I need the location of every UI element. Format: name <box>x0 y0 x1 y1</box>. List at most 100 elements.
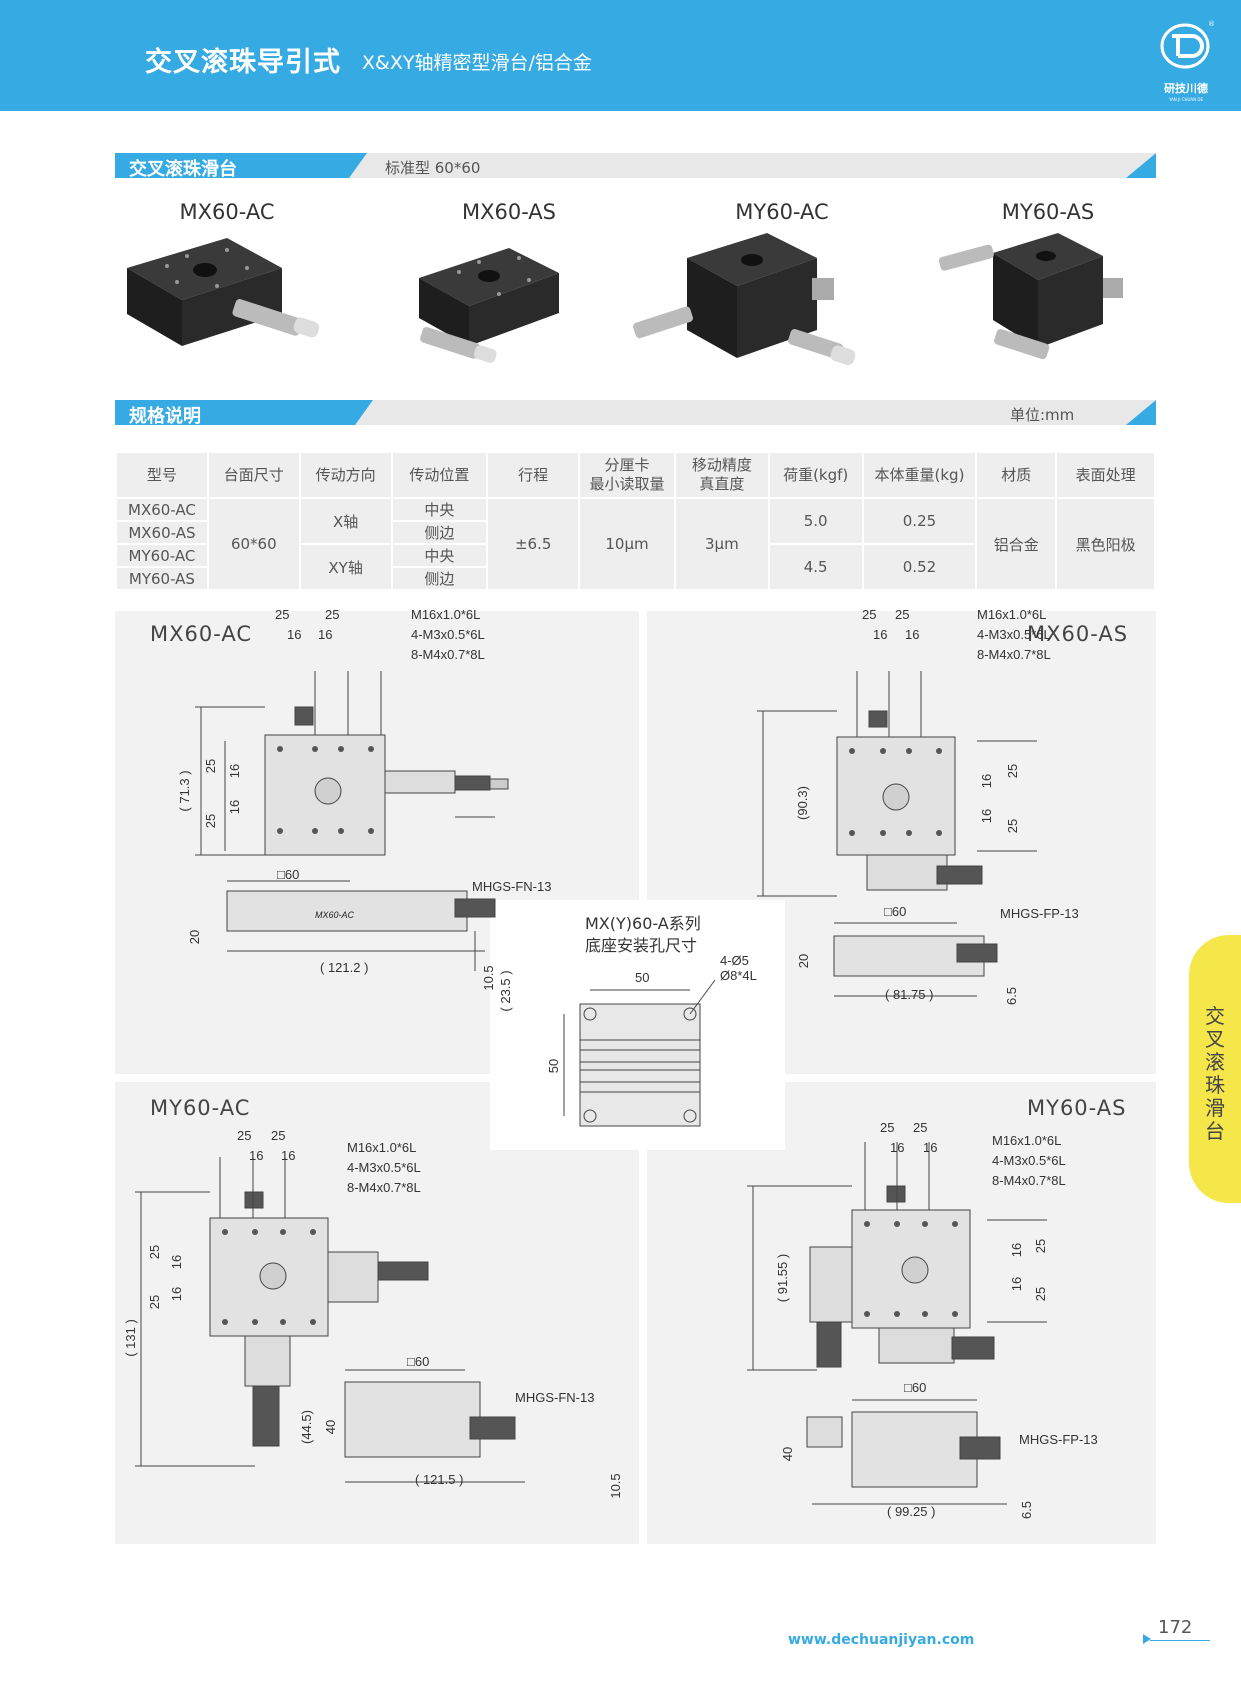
dim-label: 10.5 <box>608 1473 623 1498</box>
footer-url[interactable]: www.dechuanjiyan.com <box>788 1632 975 1648</box>
table-size-cell: 60*60 <box>206 497 301 591</box>
model-cell: MX60-AC <box>115 497 209 522</box>
logo-text: 研技川德 <box>1164 82 1208 95</box>
header-cell: 型号 <box>115 451 209 499</box>
stroke-cell: ±6.5 <box>486 497 581 591</box>
dim-label: □60 <box>277 867 299 882</box>
dim-label: 16 <box>979 774 994 788</box>
product-image-mx60as <box>419 248 559 363</box>
dim-label: 50 <box>635 970 649 985</box>
dim-label: 16 <box>1009 1277 1024 1291</box>
svg-text:®: ® <box>1208 20 1215 28</box>
page-arrow-icon <box>1143 1634 1151 1644</box>
dim-label: □60 <box>407 1354 429 1369</box>
engraving-label: MX60-AC <box>315 910 355 920</box>
drawing-panel-my60ac <box>115 1082 639 1544</box>
section-title: 交叉滚珠滑台 <box>129 159 237 180</box>
dim-label: 40 <box>323 1420 338 1434</box>
header-cell: 材质 <box>975 451 1058 499</box>
micrometer-label: MHGS-FN-13 <box>515 1390 594 1405</box>
callout-label: 8-M4x0.7*8L <box>992 1173 1066 1188</box>
load-cell: 4.5 <box>767 543 864 591</box>
header-cell: 传动位置 <box>390 451 489 499</box>
dim-label: 16 <box>249 1148 263 1163</box>
dim-label: 25 <box>147 1245 162 1259</box>
table-row: MY60-AS 侧边 <box>115 566 1155 591</box>
header-subtitle: X&XY轴精密型滑台/铝合金 <box>362 52 592 74</box>
logo-subtext: YAN JI CHUAN DE <box>1168 97 1204 102</box>
header-cell: 本体重量(kg) <box>861 451 978 499</box>
callout-label: 8-M4x0.7*8L <box>977 647 1051 662</box>
page-divider <box>1150 1640 1210 1641</box>
dim-label: 20 <box>796 954 811 968</box>
callout-label: 8-M4x0.7*8L <box>347 1180 421 1195</box>
callout-label: M16x1.0*6L <box>992 1133 1061 1148</box>
side-category-label: 交叉滚珠滑台 <box>1205 1004 1225 1143</box>
dim-label: ( 23.5 ) <box>498 970 513 1011</box>
dim-label: 16 <box>227 764 242 778</box>
product-label-mx60ac: MX60-AC <box>179 200 275 224</box>
dim-label: 25 <box>147 1295 162 1309</box>
precision-cell: 3μm <box>673 497 770 591</box>
table-row: MX60-AC 60*60 X轴 中央 ±6.5 10μm 3μm 5.0 0.… <box>115 497 1156 591</box>
dim-label: 40 <box>780 1447 795 1461</box>
dim-label: 25 <box>325 607 339 622</box>
model-cell: MY60-AC <box>115 543 209 568</box>
surface-cell: 黑色阳极 <box>1055 497 1156 591</box>
dim-label: 20 <box>187 930 202 944</box>
callout-label: 4-M3x0.5*6L <box>411 627 485 642</box>
page-number: 172 <box>1158 1617 1193 1638</box>
dim-label: 16 <box>169 1287 184 1301</box>
dim-label: 16 <box>979 809 994 823</box>
callout-label: 8-M4x0.7*8L <box>411 647 485 662</box>
drawing-my60ac: 25 25 16 16 M16x1.0*6L 4-M3x0.5*6L 8-M4x… <box>123 1128 623 1499</box>
hole-callout: Ø8*4L <box>720 968 757 983</box>
position-cell: 侧边 <box>390 566 489 591</box>
section-bar-products: 交叉滚珠滑台 标准型 60*60 <box>115 153 1156 178</box>
micrometer-label: MHGS-FP-13 <box>1019 1432 1098 1447</box>
dim-label: 25 <box>895 607 909 622</box>
callout-label: M16x1.0*6L <box>411 607 480 622</box>
drawing-title-mx60as: MX60-AS <box>1027 622 1129 646</box>
dim-label: 16 <box>1009 1243 1024 1257</box>
dim-label: 25 <box>880 1120 894 1135</box>
dim-label: 25 <box>275 607 289 622</box>
dim-label: 16 <box>281 1148 295 1163</box>
drawing-mx60as: 25 25 16 16 M16x1.0*6L 4-M3x0.5*6L 8-M4x… <box>757 607 1079 1005</box>
dim-label: 16 <box>873 627 887 642</box>
dim-label: 16 <box>890 1140 904 1155</box>
callout-label: 4-M3x0.5*6L <box>992 1153 1066 1168</box>
drawing-mx60ac: 25 25 16 16 M16x1.0*6L 4-M3x0.5*6L 8-M4x… <box>177 607 551 1012</box>
product-image-my60ac <box>633 233 856 366</box>
weight-cell: 0.52 <box>861 543 978 591</box>
base-drawing-title: MX(Y)60-A系列 底座安装孔尺寸 <box>585 913 701 957</box>
dim-label: 6.5 <box>1019 1501 1034 1519</box>
logo-icon: ® <box>1160 20 1215 69</box>
dim-label: ( 121.2 ) <box>320 960 368 975</box>
section-bar-spec: 规格说明 单位:mm <box>115 400 1156 425</box>
header-cell: 台面尺寸 <box>206 451 301 499</box>
dim-label: 25 <box>203 814 218 828</box>
dim-label: □60 <box>904 1380 926 1395</box>
dim-label: 25 <box>1033 1287 1048 1301</box>
micrometer-cell: 10μm <box>578 497 676 591</box>
header-title: 交叉滚珠导引式 <box>145 47 341 78</box>
dim-label: 25 <box>1005 764 1020 778</box>
header-cell: 行程 <box>486 451 581 499</box>
page-header: 交叉滚珠导引式 X&XY轴精密型滑台/铝合金 ® 研技川德 YAN JI CHU… <box>0 0 1241 111</box>
product-image-my60as <box>938 233 1123 360</box>
drawing-my60as: 25 25 16 16 M16x1.0*6L 4-M3x0.5*6L 8-M4x… <box>747 1120 1098 1519</box>
dim-label: 25 <box>203 759 218 773</box>
callout-label: 4-M3x0.5*6L <box>977 627 1051 642</box>
header-cell: 移动精度 真直度 <box>673 451 770 499</box>
dim-label: ( 131 ) <box>123 1319 138 1357</box>
header-cell: 传动方向 <box>298 451 393 499</box>
side-category-tab[interactable] <box>1189 935 1241 1203</box>
drawing-title-my60as: MY60-AS <box>1027 1096 1127 1120</box>
dim-label: 10.5 <box>481 965 496 990</box>
position-cell: 侧边 <box>390 520 489 545</box>
model-cell: MX60-AS <box>115 520 209 545</box>
weight-cell: 0.25 <box>861 497 978 545</box>
position-cell: 中央 <box>390 497 489 522</box>
product-image-mx60ac <box>127 238 320 346</box>
